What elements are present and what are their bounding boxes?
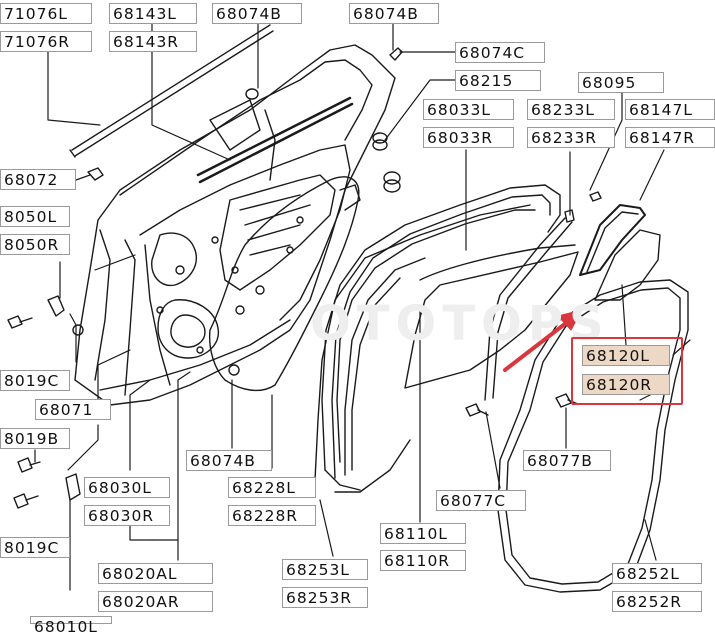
part-label-68228L[interactable]: 68228L	[228, 477, 316, 498]
part-label-68033L[interactable]: 68033L	[423, 99, 514, 120]
part-label-68147R[interactable]: 68147R	[625, 127, 715, 148]
opening-weatherstrip	[314, 204, 531, 493]
part-label-68019C-lower[interactable]: 8019C	[0, 537, 70, 558]
arrow-icon	[503, 309, 583, 372]
part-label-68074B-bottom[interactable]: 68074B	[186, 450, 272, 471]
part-label-68120R[interactable]: 68120R	[582, 374, 670, 395]
part-label-68030R[interactable]: 68030R	[84, 505, 170, 526]
part-label-68030L[interactable]: 68030L	[84, 477, 170, 498]
part-label-68147L[interactable]: 68147L	[625, 99, 715, 120]
watershield	[208, 176, 361, 392]
part-label-68110R[interactable]: 68110R	[380, 550, 466, 571]
part-label-68143L[interactable]: 68143L	[109, 3, 197, 24]
part-label-68020AL[interactable]: 68020AL	[98, 563, 213, 584]
part-label-68095[interactable]: 68095	[578, 72, 664, 93]
part-label-68215[interactable]: 68215	[455, 70, 541, 91]
part-label-68233L[interactable]: 68233L	[527, 99, 615, 120]
part-label-71076L[interactable]: 71076L	[0, 3, 92, 24]
grommet-icon	[72, 47, 403, 376]
part-label-68050R[interactable]: 8050R	[0, 234, 70, 255]
part-label-68074B-right[interactable]: 68074B	[349, 3, 439, 24]
part-label-68253L[interactable]: 68253L	[282, 559, 368, 580]
part-label-68252R[interactable]: 68252R	[612, 591, 702, 612]
rear-channel	[344, 217, 573, 476]
part-label-68071[interactable]: 68071	[35, 399, 111, 420]
door-shell	[74, 44, 396, 406]
door-glass	[404, 244, 579, 389]
part-label-68074C[interactable]: 68074C	[455, 42, 545, 63]
part-label-68252L[interactable]: 68252L	[612, 563, 702, 584]
clip-icon	[47, 209, 575, 501]
part-label-68253R[interactable]: 68253R	[282, 587, 368, 608]
watermark: OTOTOPS	[310, 296, 610, 352]
part-label-68077B[interactable]: 68077B	[523, 450, 611, 471]
part-label-68110L[interactable]: 68110L	[380, 523, 466, 544]
parts-diagram: OTOTOPS 71076L 71076R 68143L 68143R 6807…	[0, 3, 715, 636]
part-label-68033R[interactable]: 68033R	[423, 127, 514, 148]
belt-molding	[69, 24, 274, 158]
part-label-68019C-upper[interactable]: 8019C	[0, 370, 70, 391]
part-label-68010-cut[interactable]: 68010L	[30, 616, 112, 636]
door-weatherstrip	[497, 279, 689, 593]
quarter-glass	[579, 204, 661, 301]
door-exploded-view: OTOTOPS	[7, 23, 691, 593]
part-label-68077C[interactable]: 68077C	[436, 490, 526, 511]
part-label-68050L[interactable]: 8050L	[0, 206, 70, 227]
part-label-68072[interactable]: 68072	[0, 169, 76, 190]
part-label-68228R[interactable]: 68228R	[228, 505, 316, 526]
part-label-68019B[interactable]: 8019B	[0, 428, 70, 449]
part-label-68233R[interactable]: 68233R	[527, 127, 615, 148]
leader-lines	[34, 23, 691, 591]
part-label-68020AR[interactable]: 68020AR	[98, 591, 213, 612]
highlight-box	[571, 337, 683, 405]
part-label-68143R[interactable]: 68143R	[109, 31, 197, 52]
part-label-68074B-top[interactable]: 68074B	[212, 3, 302, 24]
part-label-68120L[interactable]: 68120L	[582, 345, 670, 366]
part-label-71076R[interactable]: 71076R	[0, 31, 92, 52]
